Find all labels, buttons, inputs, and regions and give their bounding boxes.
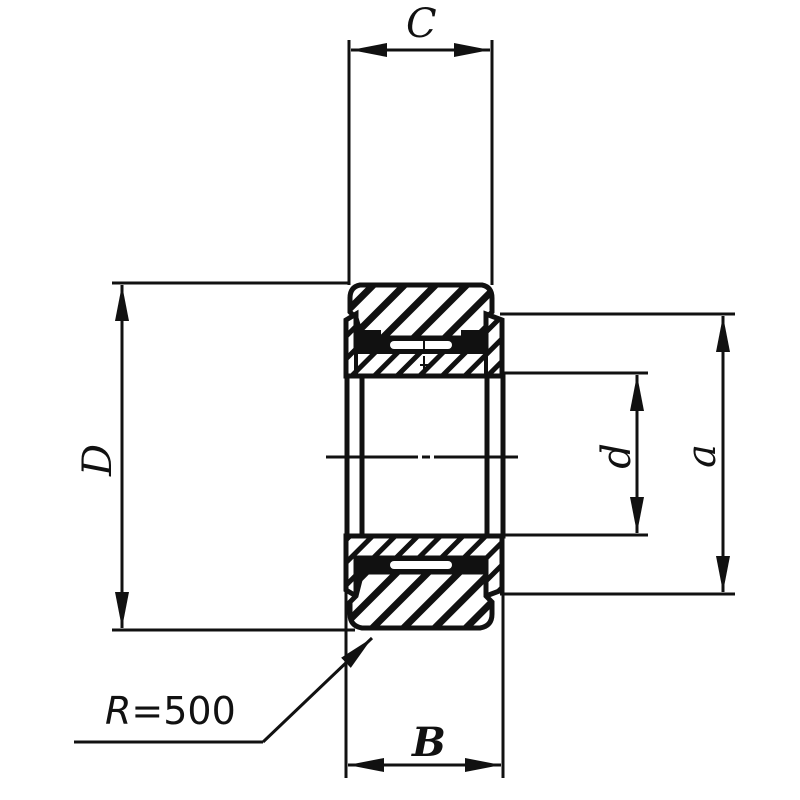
- label-b: B: [412, 719, 446, 766]
- label-d-bore: d: [593, 443, 640, 469]
- dimension-c: [347, 40, 494, 285]
- label-d-outer: D: [75, 443, 122, 477]
- radius-symbol: R: [105, 689, 132, 733]
- radius-equals: =: [131, 689, 164, 733]
- label-c: C: [406, 1, 437, 47]
- radius-note: R=500: [105, 692, 236, 730]
- bore: [326, 373, 518, 539]
- dimension-a: [500, 312, 735, 596]
- radius-value: 500: [163, 689, 236, 733]
- inner-ring-bottom: [343, 533, 505, 601]
- dimension-d-bore: [500, 371, 648, 537]
- roller-cage-top: [357, 330, 485, 352]
- dimension-d-outer: [112, 281, 355, 632]
- radius-leader: [74, 636, 374, 744]
- label-a: a: [678, 444, 725, 468]
- outer-ring-bottom: [347, 569, 495, 631]
